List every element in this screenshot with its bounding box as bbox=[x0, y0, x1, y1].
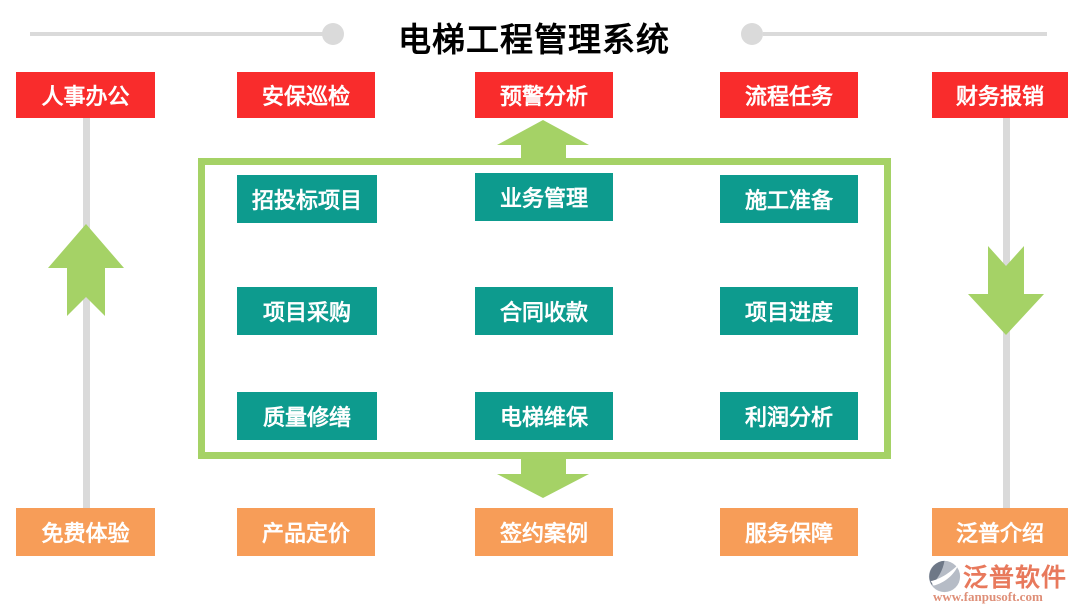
button-free-trial[interactable]: 免费体验 bbox=[16, 508, 155, 556]
button-bidding-projects[interactable]: 招投标项目 bbox=[237, 175, 377, 223]
header-line-left bbox=[30, 32, 324, 36]
header-dot-right bbox=[741, 23, 763, 45]
connector-line-right bbox=[1003, 118, 1010, 510]
button-business-management[interactable]: 业务管理 bbox=[475, 173, 613, 221]
button-warning-analysis[interactable]: 预警分析 bbox=[475, 72, 613, 118]
button-finance-reimbursement[interactable]: 财务报销 bbox=[932, 72, 1068, 118]
fanpu-logo-text: 泛普软件 bbox=[963, 564, 1068, 592]
button-signed-cases[interactable]: 签约案例 bbox=[475, 508, 613, 556]
button-security-patrol[interactable]: 安保巡检 bbox=[237, 72, 375, 118]
button-hr-office[interactable]: 人事办公 bbox=[16, 72, 155, 118]
button-project-procurement[interactable]: 项目采购 bbox=[237, 287, 377, 335]
button-profit-analysis[interactable]: 利润分析 bbox=[720, 392, 858, 440]
connector-line-left bbox=[83, 118, 90, 510]
fanpu-logo-icon bbox=[928, 560, 961, 593]
up-arrow-icon bbox=[497, 120, 589, 163]
button-workflow-tasks[interactable]: 流程任务 bbox=[720, 72, 858, 118]
button-elevator-maintenance[interactable]: 电梯维保 bbox=[475, 392, 613, 440]
button-contract-collection[interactable]: 合同收款 bbox=[475, 287, 613, 335]
fanpu-logo: 泛普软件 www.fanpusoft.com bbox=[926, 558, 1068, 606]
button-fanpu-introduction[interactable]: 泛普介绍 bbox=[932, 508, 1068, 556]
core-modules-box bbox=[198, 158, 891, 459]
button-service-guarantee[interactable]: 服务保障 bbox=[720, 508, 858, 556]
header-line-right bbox=[763, 32, 1047, 36]
header-dot-left bbox=[322, 23, 344, 45]
down-arrow-icon bbox=[497, 455, 589, 498]
page-title: 电梯工程管理系统 bbox=[398, 21, 670, 58]
button-construction-preparation[interactable]: 施工准备 bbox=[720, 175, 858, 223]
button-product-pricing[interactable]: 产品定价 bbox=[237, 508, 375, 556]
button-project-progress[interactable]: 项目进度 bbox=[720, 287, 858, 335]
button-quality-repair[interactable]: 质量修缮 bbox=[237, 392, 377, 440]
fanpu-logo-url: www.fanpusoft.com bbox=[933, 589, 1043, 604]
